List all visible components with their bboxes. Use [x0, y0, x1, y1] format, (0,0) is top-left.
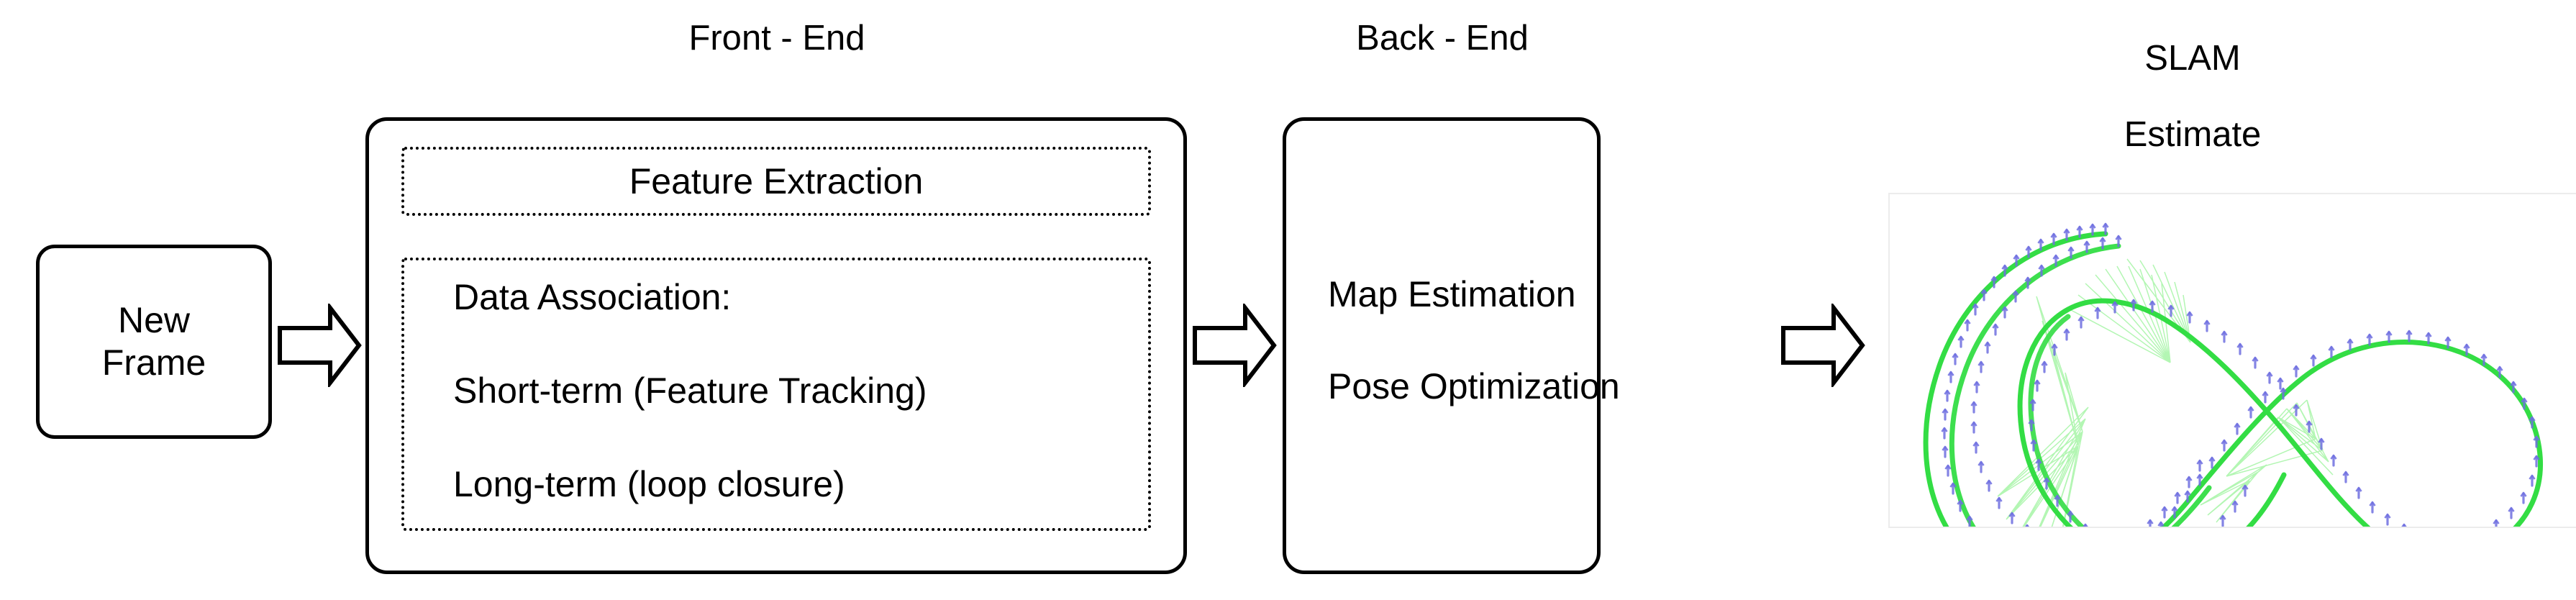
back-end-item-map-estimation: Map Estimation	[1328, 274, 1576, 314]
back-end-box: Map Estimation Pose Optimization	[1283, 117, 1620, 574]
slam-trajectory-graph	[1923, 222, 2543, 527]
slam-estimate-caption-line2: Estimate	[2124, 114, 2262, 154]
feature-extraction-label: Feature Extraction	[629, 161, 924, 201]
data-association-heading: Data Association:	[453, 277, 732, 317]
front-end-box: Feature Extraction Data Association: Sho…	[365, 117, 1187, 574]
new-frame-label-line1: New	[117, 300, 191, 340]
feature-extraction-panel: Feature Extraction	[401, 147, 1151, 216]
slam-estimate-caption-line1: SLAM	[2144, 38, 2241, 78]
block-arrow-right-icon	[278, 304, 362, 387]
new-frame-box: New Frame	[36, 245, 272, 439]
front-end-caption: Front - End	[688, 19, 865, 58]
back-end-item-pose-optimization: Pose Optimization	[1328, 366, 1620, 406]
trajectory-path	[1923, 231, 2543, 527]
arrow-new-frame-to-front-end	[277, 304, 362, 387]
block-arrow-right-icon	[1781, 304, 1865, 387]
data-association-item-long-term: Long-term (loop closure)	[453, 464, 845, 504]
arrow-back-end-to-slam-estimate	[1780, 304, 1865, 387]
slam-estimate-caption: SLAM Estimate	[2013, 1, 2372, 192]
arrow-front-end-to-back-end	[1192, 304, 1277, 387]
new-frame-label-line2: Frame	[101, 342, 206, 383]
slam-estimate-plot	[1888, 193, 2576, 528]
block-arrow-right-icon	[1193, 304, 1277, 387]
data-association-panel: Data Association: Short-term (Feature Tr…	[401, 258, 1151, 531]
back-end-caption: Back - End	[1356, 19, 1529, 58]
data-association-item-short-term: Short-term (Feature Tracking)	[453, 371, 927, 411]
